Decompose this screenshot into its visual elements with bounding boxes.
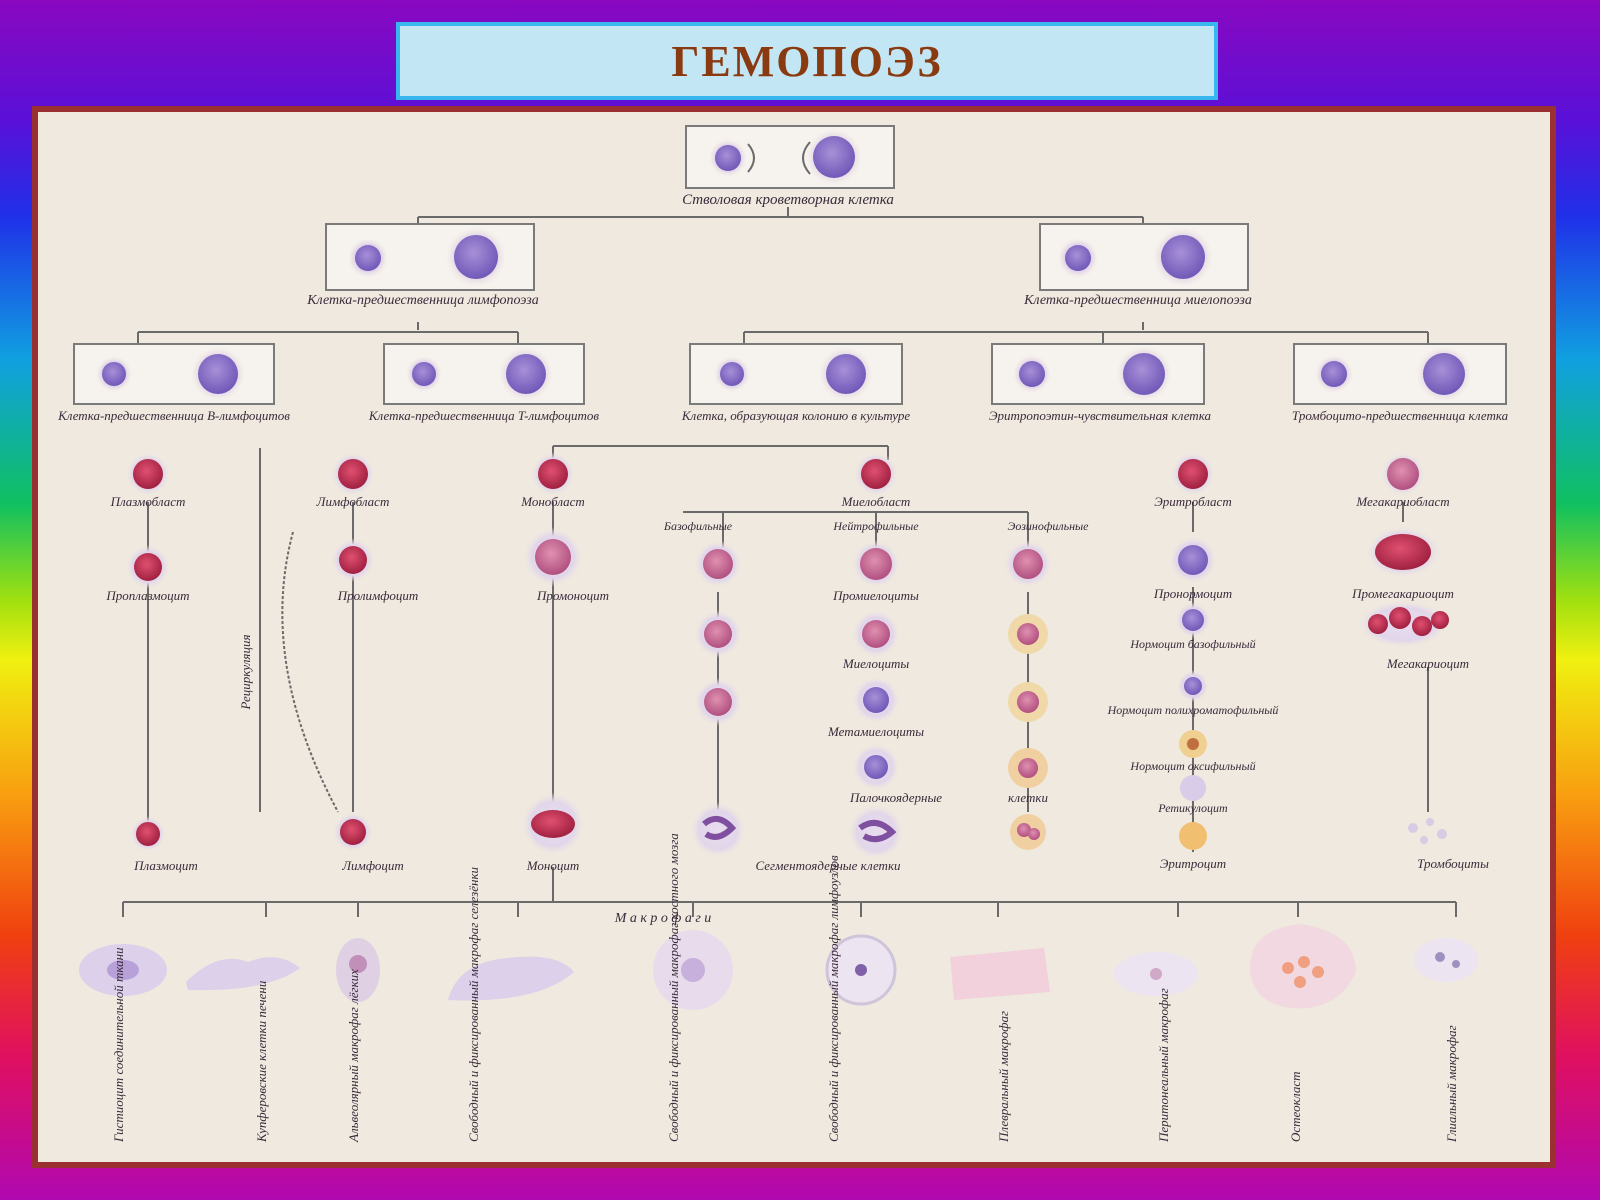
title-box: ГЕМОПОЭЗ	[396, 22, 1218, 100]
normo-oxy-label: Нормоцит оксифильный	[1129, 759, 1255, 773]
tissue-label: Свободный и фиксированный макрофаг костн…	[666, 833, 681, 1142]
erythroblast-label: Эритробласт	[1154, 494, 1231, 509]
tissue-labels: Гистиоцит соединительной ткани Купферовс…	[111, 833, 1459, 1143]
monocyte-label: Моноцит	[526, 858, 579, 873]
myeloblast-label: Миелобласт	[841, 494, 911, 509]
gm-progenitor-label: Клетка, образующая колонию в культуре	[681, 408, 911, 423]
myelocytes-label: Миелоциты	[842, 656, 909, 671]
tissue-label: Гистиоцит соединительной ткани	[111, 947, 126, 1143]
mature-cells	[130, 792, 1447, 860]
tissue-label: Свободный и фиксированный макрофаг селез…	[466, 866, 481, 1142]
hematopoiesis-diagram: Стволовая кроветворная клетка Клетка-пре…	[57, 125, 1509, 1143]
blast-cells	[126, 452, 1425, 496]
tissue-label: Купферовские клетки печени	[254, 980, 269, 1143]
lymphocyte-label: Лимфоцит	[341, 858, 404, 873]
t-progenitor-box	[383, 343, 585, 405]
promegakaryocyte-label: Промегакариоцит	[1351, 586, 1454, 601]
band-cells-label-b: клетки	[1008, 790, 1048, 805]
lymphoid-progenitor-label: Клетка-предшественница лимфопоэза	[306, 293, 539, 308]
pro-stage-cells	[126, 526, 1441, 589]
erythroid-progenitor-label: Эритропоэтин-чувствительная клетка	[989, 408, 1211, 423]
reticulocyte-label: Ретикулоцит	[1157, 801, 1228, 815]
lymphoid-progenitor-box	[325, 223, 535, 291]
erythroid-progenitor-box	[991, 343, 1205, 405]
monoblast-label: Монобласт	[520, 494, 585, 509]
tissue-label: Глиальный макрофаг	[1444, 1025, 1459, 1143]
tissue-label: Плевральный макрофаг	[996, 1011, 1011, 1143]
page-title: ГЕМОПОЭЗ	[671, 36, 943, 86]
proplasmocyte-label: Проплазмоцит	[105, 588, 189, 603]
connector-lines	[122, 207, 1457, 917]
prolymphocyte-label: Пролимфоцит	[337, 588, 418, 603]
promonocyte-label: Промоноцит	[536, 588, 609, 603]
megakaryocyte-label: Мегакариоцит	[1386, 656, 1469, 671]
lymphoblast-label: Лимфобласт	[316, 494, 390, 509]
neutrophilic-label: Нейтрофильные	[832, 519, 919, 533]
stem-cell-box	[685, 125, 895, 189]
megakaryoblast-label: Мегакариобласт	[1355, 494, 1449, 509]
t-progenitor-label: Клетка-предшественница T-лимфоцитов	[368, 408, 600, 423]
plasmocyte-label: Плазмоцит	[133, 858, 198, 873]
tissue-label: Альвеолярный макрофаг лёгких	[346, 969, 361, 1143]
normo-poly-label: Нормоцит полихроматофильный	[1107, 703, 1279, 717]
promyelocytes-label: Промиелоциты	[832, 588, 919, 603]
thrombo-progenitor-box	[1293, 343, 1507, 405]
eosinophilic-label: Эозинофильные	[1008, 519, 1090, 533]
tissue-label: Остеокласт	[1288, 1072, 1303, 1142]
gm-progenitor-box	[689, 343, 903, 405]
stem-cell-label: Стволовая кроветворная клетка	[682, 192, 894, 208]
thrombo-progenitor-label: Тромбоцито-предшественница клетка	[1292, 408, 1509, 423]
plasmablast-label: Плазмобласт	[110, 494, 186, 509]
maturation-cells	[694, 600, 1449, 801]
recirculation-label: Рециркуляция	[238, 635, 253, 711]
segmented-cells-label: Сегментоядерные клетки	[755, 858, 901, 873]
tissue-label: Перитонеальный макрофаг	[1156, 988, 1171, 1143]
macrophages-label: М а к р о ф а г и	[614, 911, 712, 926]
myeloid-progenitor-label: Клетка-предшественница миелопоэза	[1023, 293, 1252, 308]
megakaryocyte-cell	[1357, 600, 1449, 648]
tissue-label: Свободный и фиксированный макрофаг лимфо…	[826, 855, 841, 1142]
pronormocyte-label: Пронормоцит	[1153, 586, 1232, 601]
diagram-frame: Стволовая кроветворная клетка Клетка-пре…	[32, 106, 1556, 1168]
b-progenitor-box	[73, 343, 275, 405]
normo-baso-label: Нормоцит базофильный	[1129, 637, 1255, 651]
myeloid-progenitor-box	[1039, 223, 1249, 291]
platelets-label: Тромбоциты	[1417, 856, 1489, 871]
erythrocyte-label: Эритроцит	[1160, 856, 1226, 871]
tissue-macrophage-cells	[79, 924, 1478, 1010]
metamyelocytes-label: Метамиелоциты	[827, 724, 924, 739]
band-cells-label: Палочкоядерные	[849, 790, 942, 805]
basophilic-label: Базофильные	[663, 519, 733, 533]
b-progenitor-label: Клетка-предшественница B-лимфоцитов	[57, 408, 290, 423]
